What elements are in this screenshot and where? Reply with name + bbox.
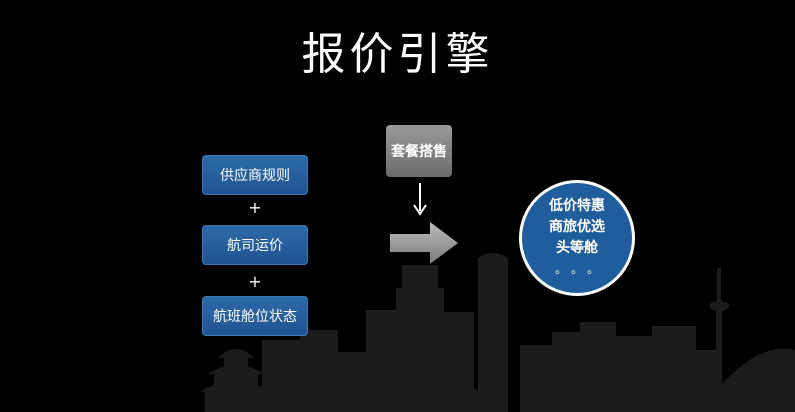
package-box: 套餐搭售	[386, 125, 452, 177]
plus-sign: +	[248, 272, 262, 291]
plus-sign: +	[248, 198, 262, 217]
input-box-airline-fares: 航司运价	[202, 225, 308, 265]
input-box-supplier-rules: 供应商规则	[202, 155, 308, 195]
right-arrow-icon	[390, 222, 458, 264]
input-box-seat-status: 航班舱位状态	[202, 296, 308, 336]
down-arrow-icon	[413, 183, 427, 216]
output-line: 商旅优选	[549, 219, 605, 235]
output-line: 头等舱	[556, 240, 598, 256]
page-title: 报价引擎	[301, 29, 494, 80]
output-line: 低价特惠	[549, 198, 605, 214]
output-circle: 低价特惠 商旅优选 头等舱 。。。	[519, 180, 635, 296]
output-ellipsis: 。。。	[554, 262, 609, 276]
